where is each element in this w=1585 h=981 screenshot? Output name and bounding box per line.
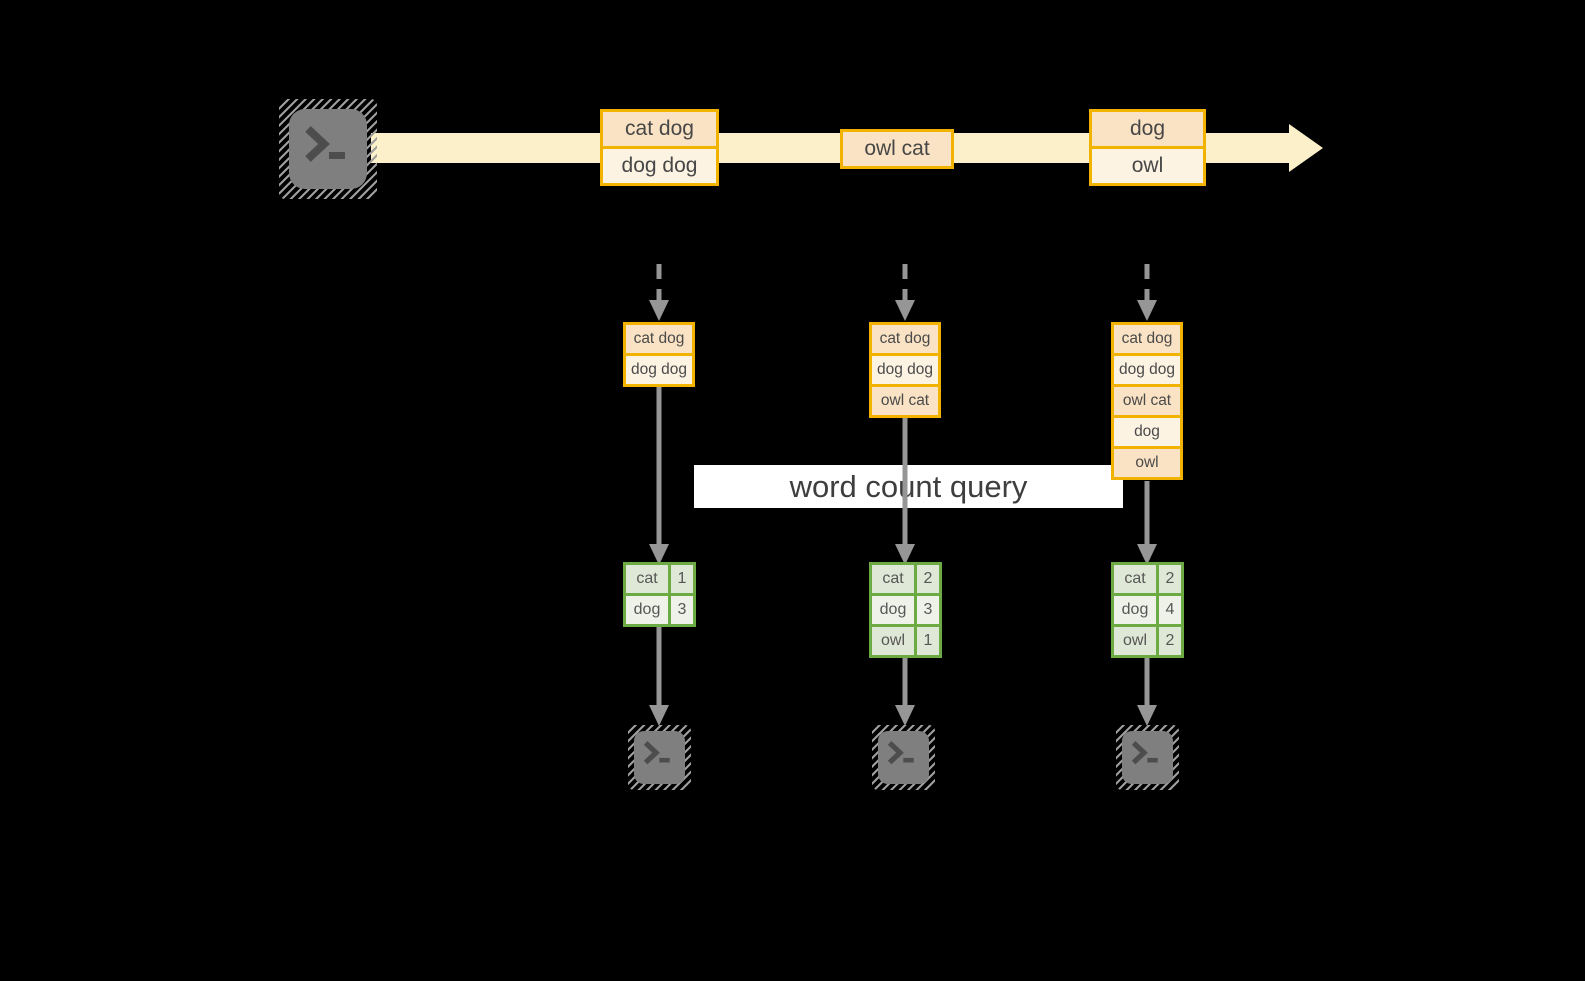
count-cell: 1 bbox=[917, 627, 939, 655]
stack-record: dog dog bbox=[626, 356, 692, 384]
down-arrow-icon bbox=[649, 385, 669, 565]
stack-record: cat dog bbox=[626, 325, 692, 353]
down-arrow-dashed-icon bbox=[1137, 264, 1157, 321]
terminal-icon bbox=[279, 99, 377, 199]
count-cell: 1 bbox=[671, 565, 693, 593]
word-count-table: cat 2 dog 3 owl 1 bbox=[869, 562, 942, 658]
terminal-icon bbox=[872, 725, 935, 790]
down-arrow-icon bbox=[1137, 655, 1157, 726]
table-row: dog 3 bbox=[872, 596, 939, 624]
count-cell: 2 bbox=[1159, 627, 1181, 655]
stream-event-record: owl cat bbox=[843, 132, 951, 166]
word-cell: owl bbox=[872, 627, 914, 655]
stream-event-record: cat dog bbox=[603, 112, 716, 146]
word-cell: dog bbox=[1114, 596, 1156, 624]
buffered-events-stack: cat dog dog dog owl cat bbox=[869, 322, 941, 418]
word-count-table: cat 2 dog 4 owl 2 bbox=[1111, 562, 1184, 658]
down-arrow-icon bbox=[895, 417, 915, 565]
down-arrow-dashed-icon bbox=[649, 264, 669, 321]
table-row: cat 1 bbox=[626, 565, 693, 593]
count-cell: 3 bbox=[917, 596, 939, 624]
word-cell: dog bbox=[626, 596, 668, 624]
count-cell: 2 bbox=[917, 565, 939, 593]
word-cell: dog bbox=[872, 596, 914, 624]
terminal-icon bbox=[628, 725, 691, 790]
count-cell: 3 bbox=[671, 596, 693, 624]
count-cell: 4 bbox=[1159, 596, 1181, 624]
stream-event-record: dog dog bbox=[603, 149, 716, 183]
stream-event-record: dog bbox=[1092, 112, 1203, 146]
stream-event-box: dog owl bbox=[1089, 109, 1206, 186]
terminal-prompt-icon bbox=[1122, 731, 1173, 784]
down-arrow-icon bbox=[649, 625, 669, 726]
table-row: cat 2 bbox=[872, 565, 939, 593]
word-cell: cat bbox=[1114, 565, 1156, 593]
stack-record: owl cat bbox=[872, 387, 938, 415]
stack-record: owl bbox=[1114, 449, 1180, 477]
stream-event-box: owl cat bbox=[840, 129, 954, 169]
down-arrow-icon bbox=[1137, 481, 1157, 565]
word-cell: owl bbox=[1114, 627, 1156, 655]
table-row: dog 4 bbox=[1114, 596, 1181, 624]
stack-record: dog bbox=[1114, 418, 1180, 446]
terminal-icon bbox=[1116, 725, 1179, 790]
terminal-prompt-icon bbox=[634, 731, 685, 784]
stack-record: dog dog bbox=[1114, 356, 1180, 384]
terminal-prompt-icon bbox=[878, 731, 929, 784]
buffered-events-stack: cat dog dog dog bbox=[623, 322, 695, 387]
table-row: dog 3 bbox=[626, 596, 693, 624]
query-banner: word count query bbox=[694, 465, 1123, 508]
terminal-prompt-icon bbox=[289, 109, 367, 189]
down-arrow-icon bbox=[895, 655, 915, 726]
stack-record: cat dog bbox=[1114, 325, 1180, 353]
stream-arrowhead-icon bbox=[1289, 124, 1323, 172]
table-row: owl 2 bbox=[1114, 627, 1181, 655]
count-cell: 2 bbox=[1159, 565, 1181, 593]
table-row: cat 2 bbox=[1114, 565, 1181, 593]
word-cell: cat bbox=[872, 565, 914, 593]
down-arrow-dashed-icon bbox=[895, 264, 915, 321]
stream-event-record: owl bbox=[1092, 149, 1203, 183]
stack-record: owl cat bbox=[1114, 387, 1180, 415]
stack-record: dog dog bbox=[872, 356, 938, 384]
stack-record: cat dog bbox=[872, 325, 938, 353]
word-count-table: cat 1 dog 3 bbox=[623, 562, 696, 627]
buffered-events-stack: cat dog dog dog owl cat dog owl bbox=[1111, 322, 1183, 480]
stream-event-box: cat dog dog dog bbox=[600, 109, 719, 186]
word-cell: cat bbox=[626, 565, 668, 593]
table-row: owl 1 bbox=[872, 627, 939, 655]
